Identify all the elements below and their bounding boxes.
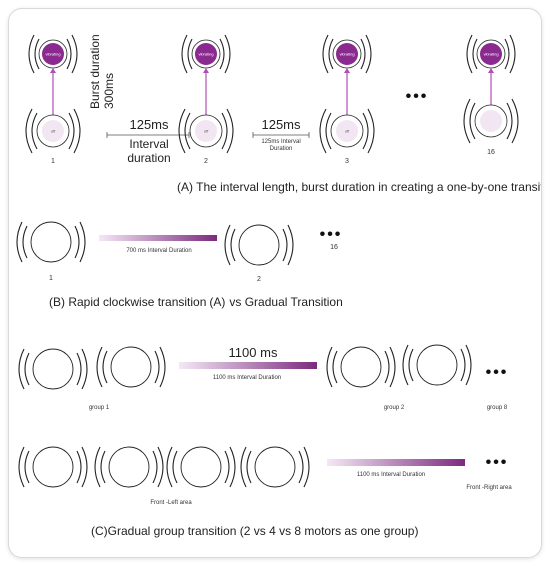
off-label: off xyxy=(51,129,56,134)
interval-bar xyxy=(99,235,217,241)
interval-label: 1100 ms Interval Duration xyxy=(213,375,281,381)
interval1-value: 125ms xyxy=(129,117,169,132)
motor-c6 xyxy=(94,446,164,488)
motor-number: 16 xyxy=(487,149,495,156)
motor-number: 3 xyxy=(345,158,349,165)
motor-a2: vibrating off 2 xyxy=(178,34,234,165)
vibrating-motor-icon xyxy=(42,43,64,65)
ellipsis-icon: ••• xyxy=(486,454,509,471)
vibrating-motor-icon xyxy=(480,43,502,65)
off-motor-icon xyxy=(195,120,217,142)
motor-c1 xyxy=(18,348,88,390)
section-b-caption-main: (B) Rapid clockwise transition(A) vs Grad… xyxy=(49,295,343,309)
area-label-right: Front -Right area xyxy=(466,485,512,491)
motor-c7 xyxy=(166,446,236,488)
group-label: group 1 xyxy=(89,405,110,411)
off-motor-icon xyxy=(336,120,358,142)
group-label: group 8 xyxy=(487,405,508,411)
section-c-caption: (C)Gradual group transition (2 vs 4 vs 8… xyxy=(91,524,418,538)
interval2-value: 125ms xyxy=(261,117,301,132)
motor-number: 1 xyxy=(51,158,55,165)
motor-c8 xyxy=(240,446,310,488)
motor-a1: vibrating off 1 xyxy=(25,34,81,165)
motor-c4 xyxy=(402,344,472,386)
interval-label: 1100 ms Interval Duration xyxy=(357,472,425,478)
off-label: off xyxy=(345,129,350,134)
caption-b-part1: (B) Rapid clockwise transition xyxy=(49,295,206,309)
motor-c2 xyxy=(96,346,166,388)
arrow-head-icon xyxy=(50,68,56,73)
interval1-label-2: duration xyxy=(127,151,170,165)
vibrating-label: vibrating xyxy=(45,52,60,57)
motor-number: 16 xyxy=(330,244,338,251)
figure-panel: vibrating off 1 Burst duration 300ms 125… xyxy=(8,8,542,558)
diagram-canvas: vibrating off 1 Burst duration 300ms 125… xyxy=(16,34,541,538)
motor-a16: vibrating 16 xyxy=(463,34,519,156)
section-b: 1 700 ms Interval Duration 2 ••• 16 (B) … xyxy=(16,221,343,309)
motor-b2: 2 xyxy=(224,224,294,283)
interval2-label-2: Duration xyxy=(270,146,293,152)
interval-bar xyxy=(179,362,317,369)
off-motor-icon xyxy=(42,120,64,142)
vibrating-label: vibrating xyxy=(198,52,213,57)
vibrating-motor-icon xyxy=(195,43,217,65)
caption-b-part3: vs Gradual Transition xyxy=(229,295,342,309)
area-label-left: Front -Left area xyxy=(150,500,192,506)
vibrating-label: vibrating xyxy=(339,52,354,57)
interval2-label-1: 125ms Interval xyxy=(261,139,300,145)
burst-duration-value: 300ms xyxy=(102,73,116,109)
motor-number: 2 xyxy=(204,158,208,165)
arrow-head-icon xyxy=(488,68,494,73)
motor-a3: vibrating off 3 xyxy=(319,34,375,165)
vibrating-label: vibrating xyxy=(483,52,498,57)
ellipsis-icon: ••• xyxy=(486,364,509,381)
section-c: group 1 1100 ms 1100 ms Interval Duratio… xyxy=(18,344,512,538)
arrow-head-icon xyxy=(203,68,209,73)
motor-b1: 1 xyxy=(16,221,86,282)
section-a-caption: (A) The interval length, burst duration … xyxy=(177,180,541,194)
off-motor-icon xyxy=(480,110,502,132)
vibrating-motor-icon xyxy=(336,43,358,65)
interval-bar xyxy=(327,459,465,466)
caption-b-part2: (A) xyxy=(209,295,225,309)
ellipsis-icon: ••• xyxy=(406,88,429,105)
group-label: group 2 xyxy=(384,405,405,411)
motor-number: 1 xyxy=(49,275,53,282)
motor-c3 xyxy=(326,346,396,388)
off-label: off xyxy=(204,129,209,134)
ellipsis-icon: ••• xyxy=(320,226,343,243)
arrow-head-icon xyxy=(344,68,350,73)
burst-duration-label: Burst duration xyxy=(88,34,102,109)
interval-big-value: 1100 ms xyxy=(229,345,278,360)
interval-label: 700 ms Interval Duration xyxy=(126,248,191,254)
interval1-label-1: Interval xyxy=(129,137,168,151)
motor-number: 2 xyxy=(257,276,261,283)
section-a: vibrating off 1 Burst duration 300ms 125… xyxy=(25,34,541,194)
motor-c5 xyxy=(18,446,88,488)
